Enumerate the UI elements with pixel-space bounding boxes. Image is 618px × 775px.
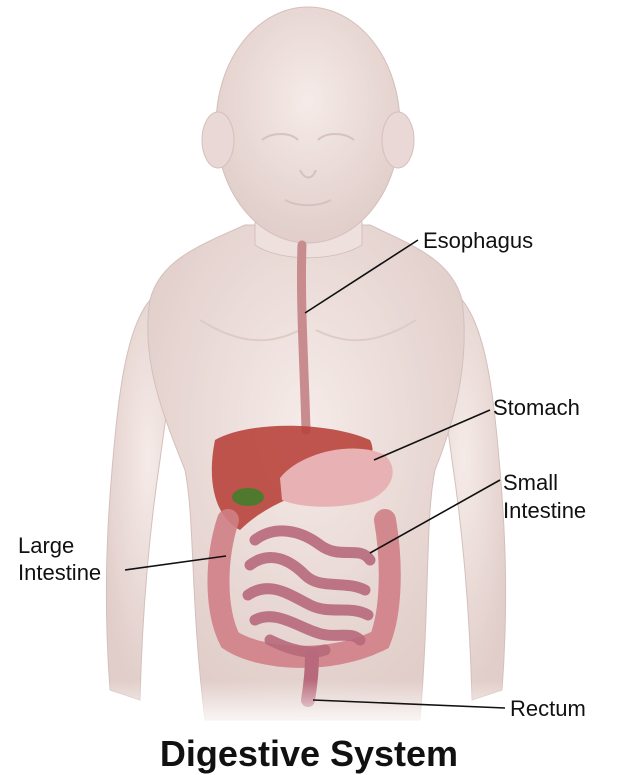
esophagus [301,245,306,430]
label-esophagus: Esophagus [423,228,533,253]
label-rectum: Rectum [510,696,586,721]
label-small-intestine-line2: Intestine [503,498,586,523]
label-stomach: Stomach [493,395,580,420]
head [216,7,400,243]
right-ear [382,112,414,168]
diagram-title: Digestive System [160,733,458,774]
gallbladder [232,488,264,506]
label-large-intestine-line2: Intestine [18,560,101,585]
label-large-intestine-line1: Large [18,533,74,558]
left-ear [202,112,234,168]
label-small-intestine-line1: Small [503,470,558,495]
